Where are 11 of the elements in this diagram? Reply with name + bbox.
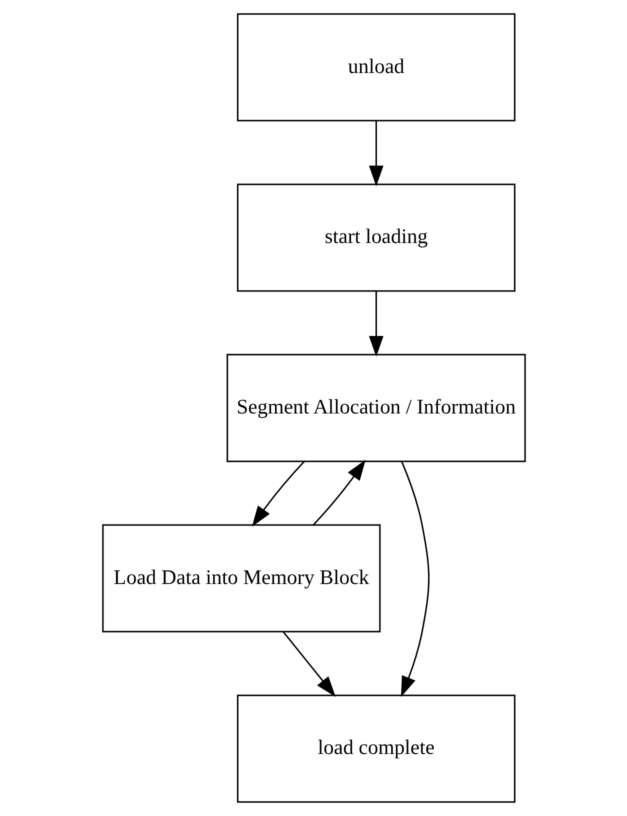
- node-box: start loading: [236, 184, 515, 292]
- arrow: [368, 120, 383, 186]
- node-box: Load Data into Memory Block: [102, 524, 380, 632]
- arrow: [312, 460, 366, 526]
- arrow: [400, 461, 430, 698]
- node-box: Segment Allocation / Information: [226, 354, 526, 462]
- arrow: [282, 631, 336, 697]
- node-box: load complete: [236, 694, 515, 803]
- node-box: unload: [236, 13, 515, 122]
- arrow: [368, 291, 383, 357]
- arrow: [251, 461, 304, 527]
